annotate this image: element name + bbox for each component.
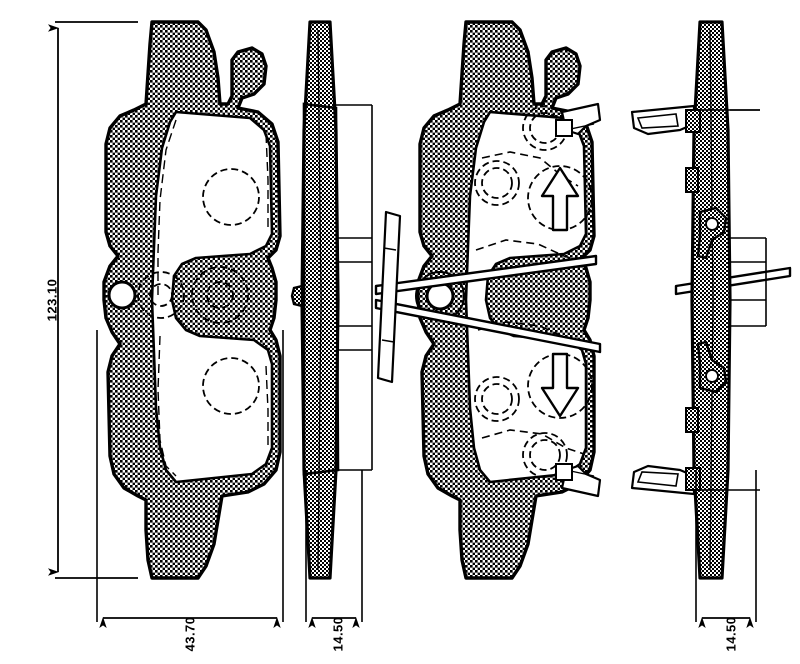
dimension-thickness-2: 14.50 bbox=[695, 470, 757, 652]
chamfer-hidden-line bbox=[157, 119, 177, 300]
side2-inner-line bbox=[709, 29, 714, 571]
chamfer-hidden-line-right-lower bbox=[265, 365, 269, 450]
side2-profile-body bbox=[690, 20, 732, 580]
direction-arrow-up-symbol bbox=[527, 165, 593, 232]
dimension-thickness-1: 14.50 bbox=[305, 470, 363, 652]
wear-sensor-lug-upper bbox=[696, 206, 728, 260]
side-profile-inner-line bbox=[317, 29, 322, 571]
retaining-clip-upper bbox=[555, 102, 602, 137]
view-side-profile-1 bbox=[290, 20, 373, 580]
view-rear-pad bbox=[415, 20, 602, 580]
hidden-bore-group-mid bbox=[137, 266, 249, 324]
dimension-width-text: 43.70 bbox=[183, 616, 198, 651]
wear-sensor-lug-lower bbox=[696, 340, 728, 394]
rear-hidden-contour-lower bbox=[481, 429, 585, 455]
side-retaining-nub bbox=[290, 284, 304, 308]
spring-clip-upper bbox=[630, 104, 760, 136]
dimension-height-text: 123.10 bbox=[45, 279, 60, 322]
chamfer-hidden-line-right bbox=[265, 133, 269, 232]
chamfer-hidden-line-lower bbox=[157, 335, 177, 477]
side2-tab-upper bbox=[685, 167, 699, 193]
view-side-profile-2 bbox=[630, 20, 767, 580]
side2-leader-lines bbox=[728, 237, 767, 327]
hidden-bore-upper bbox=[202, 168, 260, 226]
pin-hole-primary bbox=[107, 280, 137, 310]
dimension-thickness-1-text: 14.50 bbox=[331, 616, 346, 651]
retaining-clip-lower bbox=[555, 463, 602, 498]
dimension-thickness-2-text: 14.50 bbox=[724, 616, 739, 651]
wear-sensor-cable bbox=[374, 210, 602, 384]
view-front-pad bbox=[102, 20, 282, 580]
direction-arrow-down-symbol bbox=[527, 352, 593, 419]
side-profile-body bbox=[300, 20, 340, 580]
dimension-width: 43.70 bbox=[96, 330, 284, 652]
hidden-bore-lower bbox=[202, 357, 260, 415]
side-view-leader-lines bbox=[336, 104, 373, 471]
side2-tab-lower bbox=[685, 407, 699, 433]
